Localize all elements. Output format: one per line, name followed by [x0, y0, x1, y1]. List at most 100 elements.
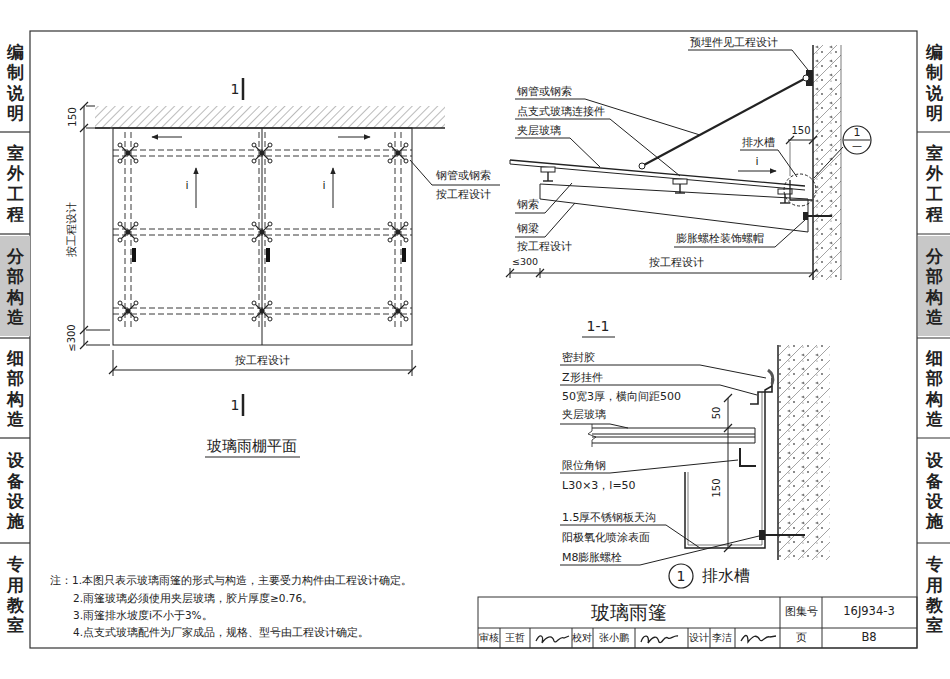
section-callout: 1— [842, 125, 872, 155]
section-view [740, 150, 797, 177]
section-mark: 1 [231, 81, 240, 98]
drain-detail [765, 534, 805, 536]
section-view [803, 75, 809, 81]
part-label: 按工程设计 [436, 188, 491, 201]
table-cell: 王哲 [505, 632, 525, 644]
plan-view [338, 137, 370, 138]
section-view [582, 336, 615, 337]
signature-mark [641, 636, 678, 643]
chapter-tab: 设备设施 [921, 440, 947, 542]
section-view [784, 174, 816, 206]
callout-circle [843, 126, 871, 154]
chapter-tab: 室外工程 [2, 135, 28, 232]
plan-view [388, 143, 408, 163]
title-block [500, 628, 501, 648]
title-block [478, 597, 917, 648]
view-title: 玻璃雨棚平面 [207, 437, 297, 455]
chapter-tab: 编制说明 [921, 34, 947, 131]
section-view [738, 171, 776, 172]
part-label: 按工程设计 [517, 240, 572, 253]
tab-label: 设备设施 [926, 450, 943, 532]
tab-label: 分部构造 [7, 246, 24, 328]
section-view [673, 179, 687, 193]
section-mark: 1 [231, 397, 240, 414]
signature-mark [741, 636, 776, 643]
section-view [790, 142, 791, 176]
dimension: 150 [66, 107, 79, 127]
dimension: ≤300 [66, 324, 78, 351]
drain-detail [740, 448, 756, 466]
dimension: ≤300 [512, 256, 538, 267]
section-view [808, 215, 832, 217]
section-view [688, 50, 808, 70]
plan-view [333, 168, 334, 208]
plan-view [118, 222, 138, 242]
tab-label: 分部构造 [926, 246, 943, 328]
sheet-frame [0, 337, 30, 338]
plan-view [410, 160, 500, 185]
sheet-frame [0, 233, 30, 234]
detail-callout: 1排水槽 [668, 563, 694, 589]
drain-detail [768, 370, 773, 384]
slope-mark: i [322, 179, 325, 192]
title-block [593, 628, 594, 648]
plan-view [259, 132, 260, 330]
chapter-tab: 编制说明 [2, 34, 28, 131]
callout-circle [669, 564, 693, 588]
drain-detail [592, 427, 755, 428]
dimension: 按工程设计 [235, 354, 290, 367]
table-cell: 李洁 [712, 632, 732, 644]
slope-mark: i [755, 155, 758, 168]
table-cell: 图集号 [785, 605, 818, 618]
sheet-frame [917, 437, 950, 438]
title-block [822, 597, 823, 648]
signature-mark [536, 636, 569, 643]
section-view [639, 163, 645, 169]
drain-detail [592, 434, 755, 435]
title-block [710, 628, 711, 648]
chapter-tab: 分部构造 [921, 237, 947, 336]
chapter-tab: 细部构造 [921, 340, 947, 437]
table-cell: 设计 [689, 632, 709, 644]
table-cell: 张小鹏 [599, 632, 629, 644]
drain-detail [560, 460, 738, 473]
plan-view [388, 222, 408, 242]
tab-label: 设备设施 [7, 450, 24, 532]
sheet-frame [30, 31, 917, 648]
plan-view [113, 350, 114, 376]
drain-detail [759, 530, 765, 540]
section-view [788, 140, 813, 141]
title-block [688, 628, 689, 648]
sheet-frame [0, 236, 30, 336]
detail-title: 排水槽 [702, 566, 750, 585]
tab-label: 专用教室 [7, 554, 24, 636]
part-label: 钢索 [517, 198, 539, 211]
part-label: 排水槽 [742, 136, 775, 149]
plan-view [252, 301, 272, 321]
section-view [515, 119, 680, 176]
section-view [674, 220, 805, 247]
plan-view [132, 248, 136, 262]
section-view [506, 269, 817, 277]
part-label: 50宽3厚，横向间距500 [562, 390, 681, 403]
title-block [735, 628, 736, 648]
tab-label: 编制说明 [926, 42, 943, 124]
plan-view [118, 301, 138, 321]
chapter-tab: 设备设施 [2, 440, 28, 542]
title-block [635, 628, 636, 648]
table-cell: 页 [796, 631, 807, 644]
note-text: 注：1.本图只表示玻璃雨篷的形式与构造，主要受力构件由工程设计确定。 [50, 574, 412, 587]
drain-detail [750, 378, 772, 404]
note-text: 4.点支式玻璃配件为厂家成品，规格、型号由工程设计确定。 [73, 626, 369, 639]
part-label: 限位角钢 [562, 459, 606, 472]
sheet-frame [917, 131, 950, 132]
section-view [510, 160, 511, 164]
plan-view [265, 132, 266, 330]
chapter-tab: 专用教室 [921, 546, 947, 644]
part-label: 钢管或钢索 [517, 85, 572, 98]
drain-detail [688, 392, 762, 545]
drain-detail [728, 398, 729, 548]
dimension: 按工程设计 [649, 256, 704, 269]
plan-view [113, 132, 412, 330]
section-view [540, 184, 808, 232]
